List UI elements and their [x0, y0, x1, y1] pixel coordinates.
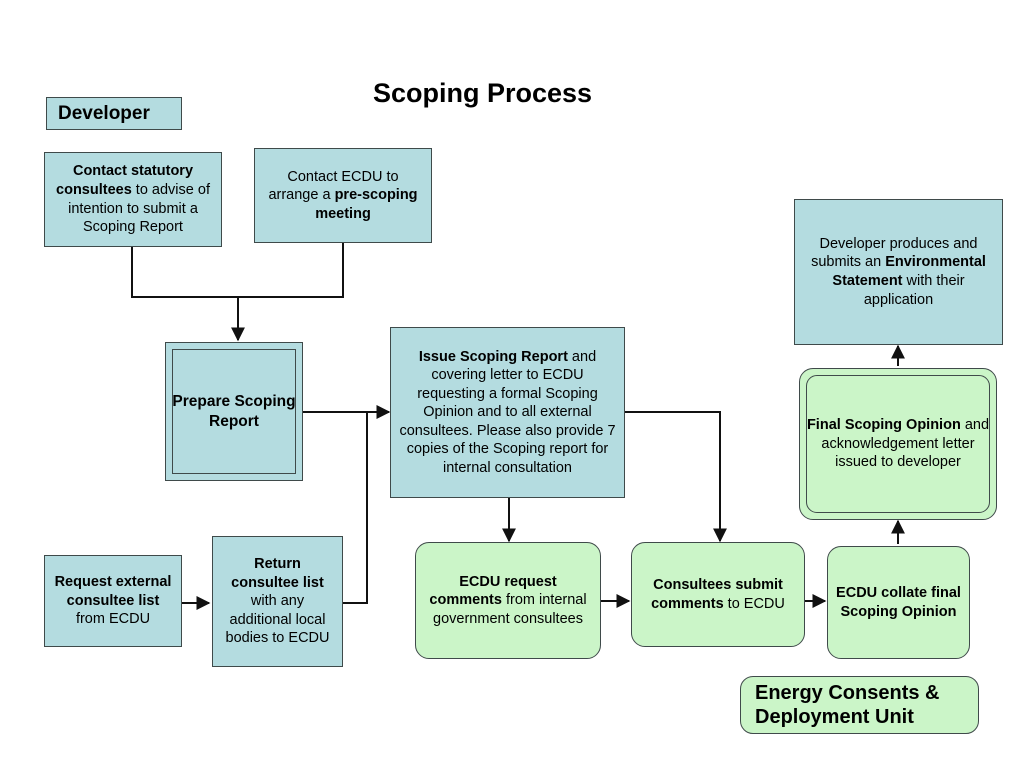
edge-issue-to-consultees	[625, 411, 727, 543]
node-prepare-scoping-report-text: Prepare Scoping Report	[172, 392, 296, 430]
node-final-scoping-opinion-text: Final Scoping Opinion and acknowledgemen…	[806, 417, 990, 471]
node-developer-produces-environmental-statement[interactable]: Developer produces and submits an Enviro…	[794, 199, 1003, 345]
node-return-consultee-list[interactable]: Return consultee list with any additiona…	[212, 536, 343, 667]
node-consultees-submit-comments[interactable]: Consultees submit comments to ECDU	[631, 542, 805, 647]
edge-return-consultee-to-issue	[343, 412, 368, 604]
swimlane-label-developer: Developer	[46, 97, 182, 130]
node-contact-statutory-consultees[interactable]: Contact statutory consultees to advise o…	[44, 152, 222, 247]
node-ecdu-request-comments[interactable]: ECDU request comments from internal gove…	[415, 542, 601, 659]
node-final-scoping-opinion[interactable]: Final Scoping Opinion and acknowledgemen…	[799, 368, 997, 520]
legend-energy-consents-deployment-unit: Energy Consents & Deployment Unit	[740, 676, 979, 734]
node-prepare-scoping-report[interactable]: Prepare Scoping Report	[165, 342, 303, 481]
page-title: Scoping Process	[373, 78, 593, 108]
legend-label: Energy Consents & Deployment Unit	[755, 682, 940, 728]
node-ecdu-collate-final-scoping-opinion-text: ECDU collate final Scoping Opinion	[836, 584, 961, 620]
edge-contact-ecdu-to-merge	[238, 243, 344, 298]
node-issue-scoping-report[interactable]: Issue Scoping Report and covering letter…	[390, 327, 625, 498]
node-developer-produces-environmental-statement-text: Developer produces and submits an Enviro…	[811, 235, 986, 308]
node-return-consultee-list-text: Return consultee list with any additiona…	[225, 556, 330, 647]
node-request-external-consultee-list-text: Request external consultee list from ECD…	[54, 574, 172, 628]
edge-contact-statutory-to-merge	[131, 247, 238, 298]
node-consultees-submit-comments-text: Consultees submit comments to ECDU	[651, 576, 785, 612]
node-request-external-consultee-list[interactable]: Request external consultee list from ECD…	[44, 555, 182, 647]
node-issue-scoping-report-text: Issue Scoping Report and covering letter…	[399, 348, 616, 476]
node-contact-statutory-consultees-text: Contact statutory consultees to advise o…	[56, 163, 210, 236]
node-ecdu-collate-final-scoping-opinion[interactable]: ECDU collate final Scoping Opinion	[827, 546, 970, 659]
node-ecdu-request-comments-text: ECDU request comments from internal gove…	[429, 573, 587, 627]
node-contact-ecdu-pre-scoping[interactable]: Contact ECDU to arrange a pre-scoping me…	[254, 148, 432, 243]
node-contact-ecdu-pre-scoping-text: Contact ECDU to arrange a pre-scoping me…	[268, 168, 418, 222]
